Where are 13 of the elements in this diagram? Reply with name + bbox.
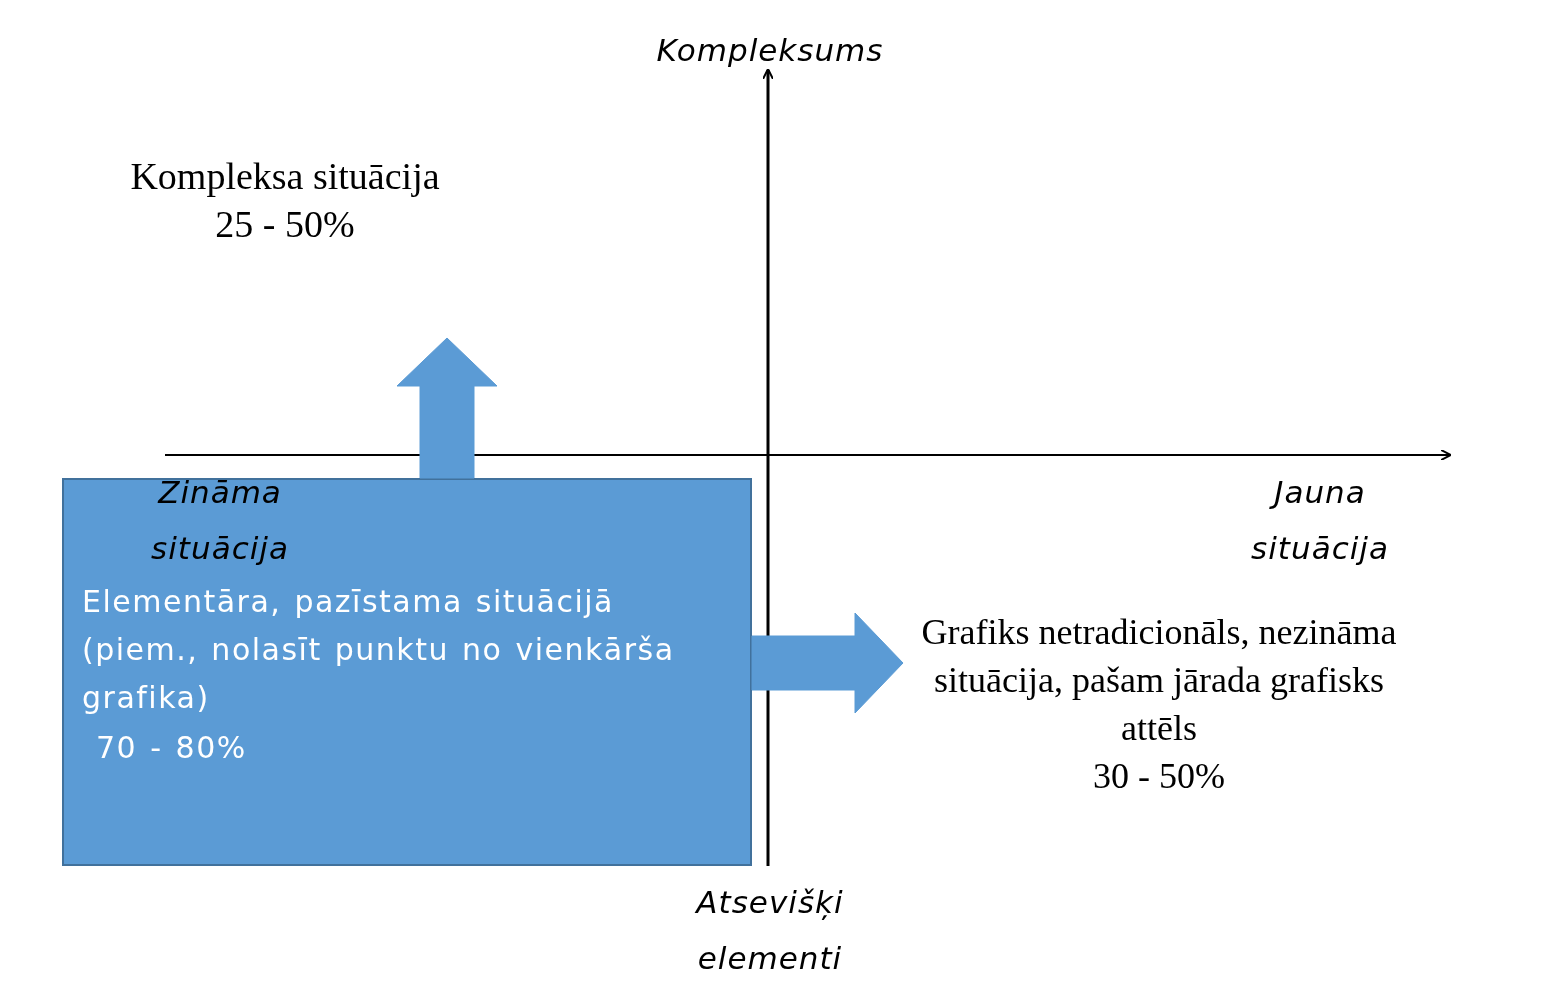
situation-text: Grafiks netradicionāls, nezināma situācija, pašam jārada grafisks attēls — [920, 611, 1398, 750]
axis-label: Zināma situācija — [150, 473, 290, 568]
axis-label: Atsevišķi elementi — [694, 883, 845, 978]
quadrant-box — [62, 478, 752, 866]
percentage-text: 25 - 50% — [214, 202, 356, 247]
percentage-text: 70 - 80% — [96, 729, 248, 767]
situation-text: Kompleksa situācija — [129, 154, 441, 199]
axis-label: Kompleksums — [655, 31, 885, 70]
block-arrow — [396, 337, 498, 479]
description-text: Elementāra, pazīstama situācijā (piem., nolasīt punktu no vienkārša grafika) — [82, 583, 676, 717]
block-arrow — [751, 612, 904, 714]
axis-label: Jauna situācija — [1250, 473, 1390, 568]
percentage-text: 30 - 50% — [1092, 755, 1226, 798]
